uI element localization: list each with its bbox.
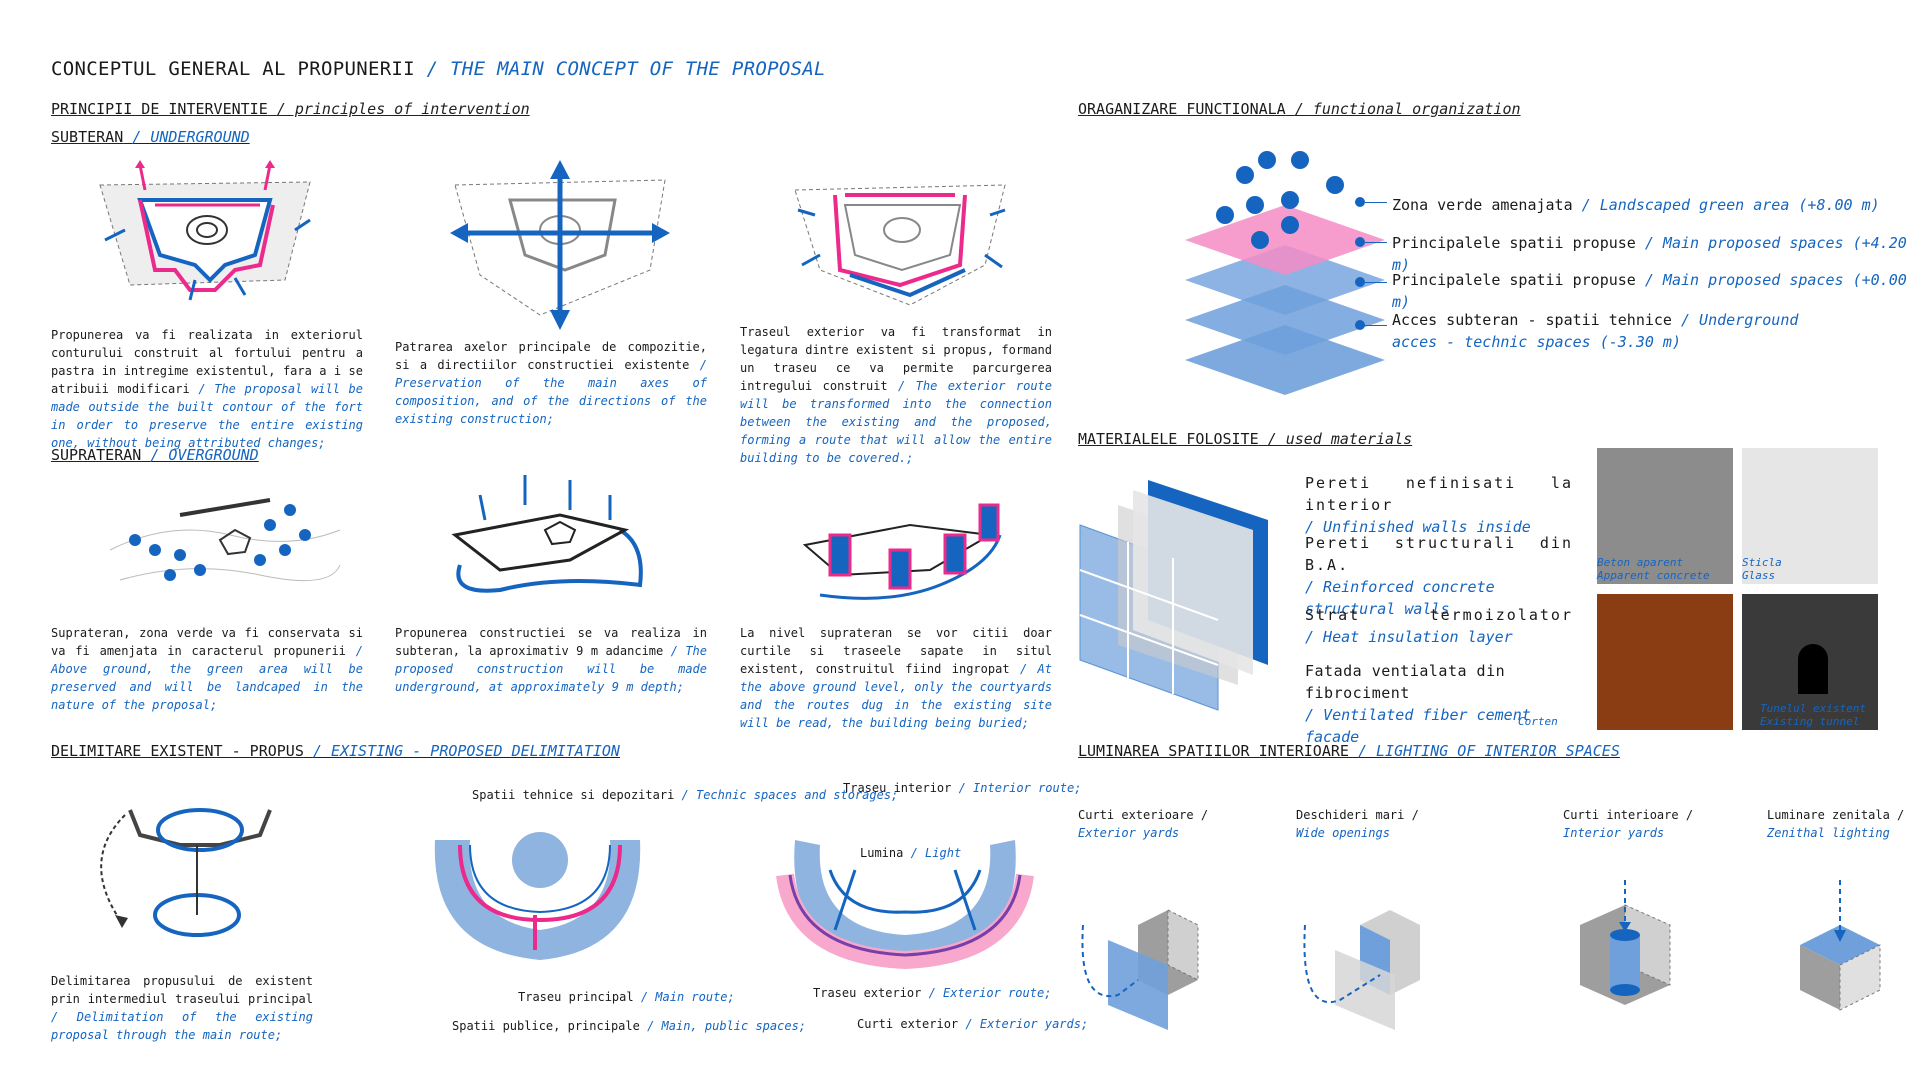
functional-layers-diagram [1185, 151, 1385, 395]
layer-dot-4 [1355, 320, 1365, 330]
delimitation-text: Delimitarea propusului de existent prin … [51, 974, 313, 1042]
overground-diagram-3 [802, 503, 1002, 600]
delimitation-diagram-2 [434, 832, 641, 960]
lighting-diagram-wide-openings [1303, 910, 1420, 1030]
d3-exterior-label: Traseu exterior / Exterior route; [813, 986, 1052, 1000]
delimitation-diagram-3 [776, 840, 1034, 970]
overground-diagram-2 [451, 475, 643, 593]
tile-concrete: Beton aparent Apparent concrete [1597, 448, 1733, 584]
layer-dot-3 [1355, 277, 1365, 287]
underground-heading: SUBTERAN / UNDERGROUND [51, 128, 250, 146]
layer-leader-2 [1365, 242, 1387, 243]
d3-interior-label: Traseu interior / Interior route; [843, 781, 1082, 795]
lighting-heading: LUMINAREA SPATIILOR INTERIOARE / LIGHTIN… [1078, 742, 1620, 760]
functional-heading: ORAGANIZARE FUNCTIONALA / functional org… [1078, 100, 1521, 118]
layer-label-1: Zona verde amenajata / Landscaped green … [1392, 196, 1880, 214]
d2-public-label: Spatii publice, principale / Main, publi… [452, 1019, 807, 1033]
lighting-label-1: Curti exterioare / Exterior yards [1078, 808, 1209, 840]
delimitation-heading: DELIMITARE EXISTENT - PROPUS / EXISTING … [51, 742, 620, 760]
lighting-label-3: Curti interioare / Interior yards [1563, 808, 1694, 840]
title-ro: CONCEPTUL GENERAL AL PROPUNERII [51, 58, 415, 80]
d2-main-label: Traseu principal / Main route; [518, 990, 735, 1004]
lighting-diagram-zenithal [1800, 880, 1881, 1011]
tunnel-opening [1798, 644, 1828, 694]
lighting-label-4: Luminare zenitala / Zenithal lighting [1767, 808, 1905, 840]
tile-glass: Sticla Glass [1742, 448, 1878, 584]
d3-yards-label: Curti exterior / Exterior yards; [857, 1017, 1089, 1031]
material-4: Fatada ventialata din fibrociment / Vent… [1305, 662, 1531, 746]
materials-heading: MATERIALELE FOLOSITE / used materials [1078, 430, 1413, 448]
lighting-diagram-exterior-yards [1081, 909, 1199, 1030]
materials-wall-diagram [1079, 480, 1268, 711]
tile-tunnel: Tunelul existent Existing tunnel [1742, 594, 1878, 730]
underground-text-1: Propunerea va fi realizata in exteriorul… [51, 328, 363, 450]
material-2: Pereti structurali din B.A. / Reinforced… [1305, 534, 1573, 618]
principles-heading: PRINCIPII DE INTERVENTIE / principles of… [51, 100, 530, 118]
d2-tech-label: Spatii tehnice si depozitari / Technic s… [472, 788, 899, 802]
layer-leader-4 [1365, 325, 1387, 326]
delimitation-diagram-1 [100, 808, 272, 937]
overground-heading: SUPRATERAN / OVERGROUND [51, 446, 259, 464]
underground-text-2: Patrarea axelor principale de compozitie… [395, 340, 707, 426]
layer-leader-1 [1365, 202, 1387, 203]
underground-text-3: Traseul exterior va fi transformat in le… [740, 325, 1052, 465]
layer-label-3: Principalele spatii propuse / Main propo… [1392, 271, 1907, 311]
layer-label-4: Acces subteran - spatii tehnice / Underg… [1392, 311, 1799, 351]
title-en: / THE MAIN CONCEPT OF THE PROPOSAL [426, 58, 826, 80]
mat-anchor [1298, 490, 1301, 491]
underground-diagram-3 [794, 184, 1006, 306]
page-title: CONCEPTUL GENERAL AL PROPUNERII / THE MA… [51, 58, 826, 80]
underground-diagram-2 [450, 160, 670, 330]
underground-diagram-1 [99, 160, 311, 301]
overground-diagram-1 [109, 498, 341, 582]
lighting-diagram-interior-yards [1580, 880, 1671, 1005]
layer-dot-2 [1355, 237, 1365, 247]
tile-corten [1597, 594, 1733, 730]
material-3: Strat termoizolator / Heat insulation la… [1305, 606, 1573, 646]
lighting-label-2: Deschideri mari / Wide openings [1296, 808, 1419, 840]
overground-text-3: La nivel suprateran se vor citii doar cu… [740, 626, 1052, 730]
overground-text-2: Propunerea constructiei se va realiza in… [395, 626, 708, 694]
material-1: Pereti nefinisati la interior / Unfinish… [1305, 474, 1573, 536]
corten-label: Corten [1518, 715, 1558, 728]
d3-light-label: Lumina / Light [860, 846, 962, 860]
layer-dot-1 [1355, 197, 1365, 207]
overground-text-1: Suprateran, zona verde va fi conservata … [51, 626, 363, 712]
layer-label-2: Principalele spatii propuse / Main propo… [1392, 234, 1907, 274]
layer-leader-3 [1365, 282, 1387, 283]
